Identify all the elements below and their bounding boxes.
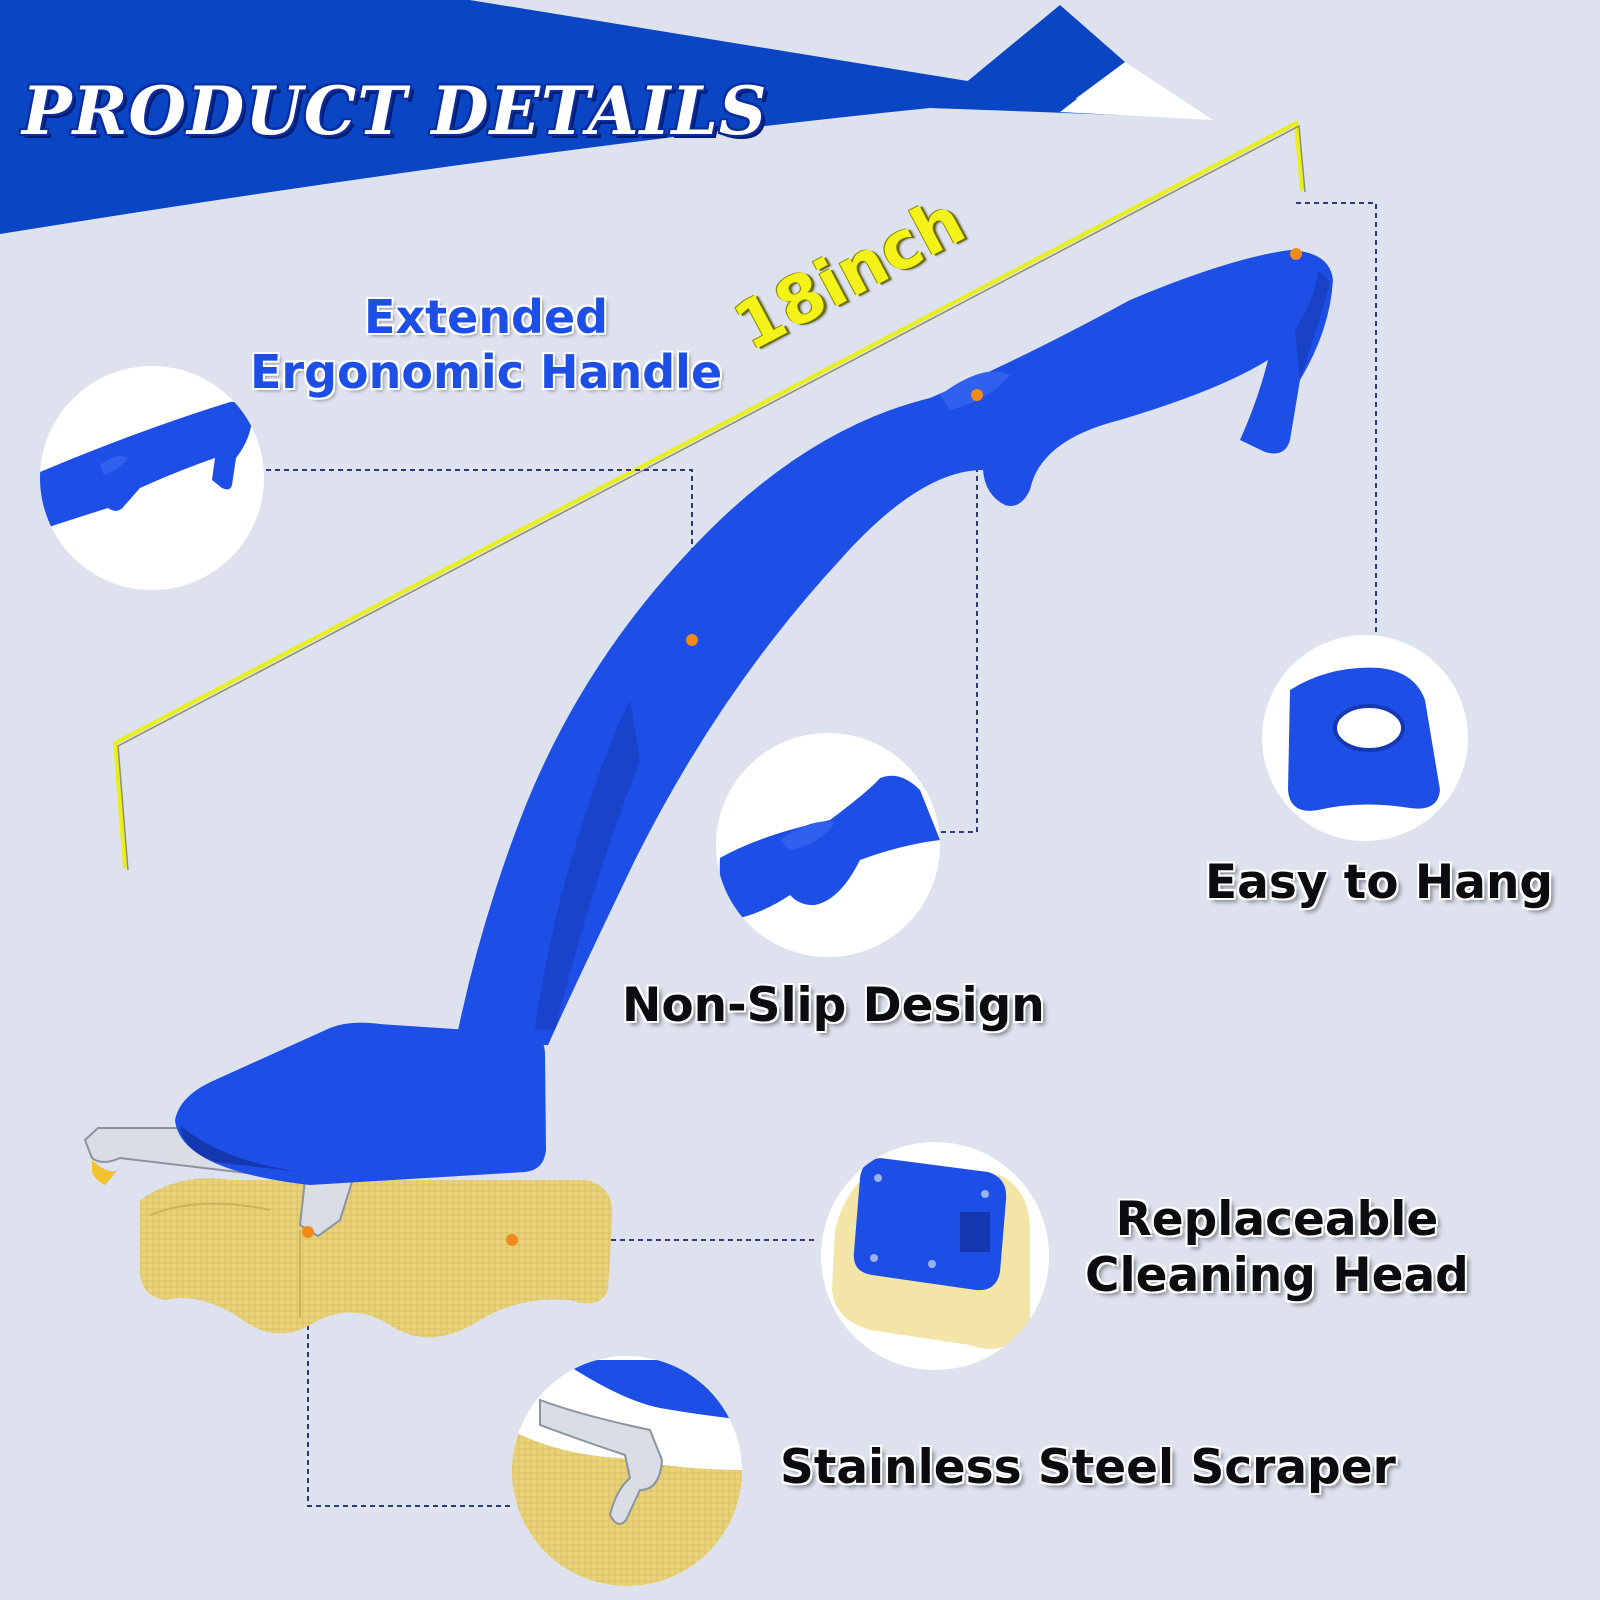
feature-cleaning-head: Replaceable Cleaning Head bbox=[1085, 1192, 1469, 1305]
inset-scraper bbox=[512, 1356, 742, 1586]
feature-head-line2: Cleaning Head bbox=[1085, 1248, 1469, 1304]
measurement-line-shadow bbox=[117, 124, 1306, 871]
callout-dots bbox=[302, 248, 1302, 1246]
feature-nonslip: Non-Slip Design bbox=[622, 978, 1045, 1033]
callout-leaders bbox=[266, 202, 1377, 1507]
inset-handle bbox=[40, 366, 264, 590]
sponge-head bbox=[140, 1178, 613, 1338]
feature-hang: Easy to Hang bbox=[1205, 855, 1554, 910]
steel-scraper-icon bbox=[539, 1398, 664, 1525]
feature-handle-line2: Ergonomic Handle bbox=[250, 345, 723, 400]
brush-product bbox=[83, 250, 1333, 1338]
inset-hang bbox=[1262, 635, 1468, 841]
measurement-line bbox=[112, 119, 1304, 869]
brush-head-base bbox=[175, 1022, 546, 1185]
header-banner bbox=[0, 0, 1213, 234]
inset-nonslip bbox=[716, 733, 940, 957]
inset-cleaning-head bbox=[821, 1142, 1049, 1370]
page-title: PRODUCT DETAILS bbox=[22, 72, 768, 150]
feature-scraper: Stainless Steel Scraper bbox=[780, 1440, 1396, 1495]
brush-handle bbox=[455, 250, 1333, 1045]
sponge-head-icon bbox=[853, 1158, 1007, 1291]
feature-handle: Extended Ergonomic Handle bbox=[250, 290, 722, 400]
feature-head-line1: Replaceable bbox=[1115, 1192, 1439, 1247]
feature-handle-line1: Extended bbox=[364, 290, 609, 344]
